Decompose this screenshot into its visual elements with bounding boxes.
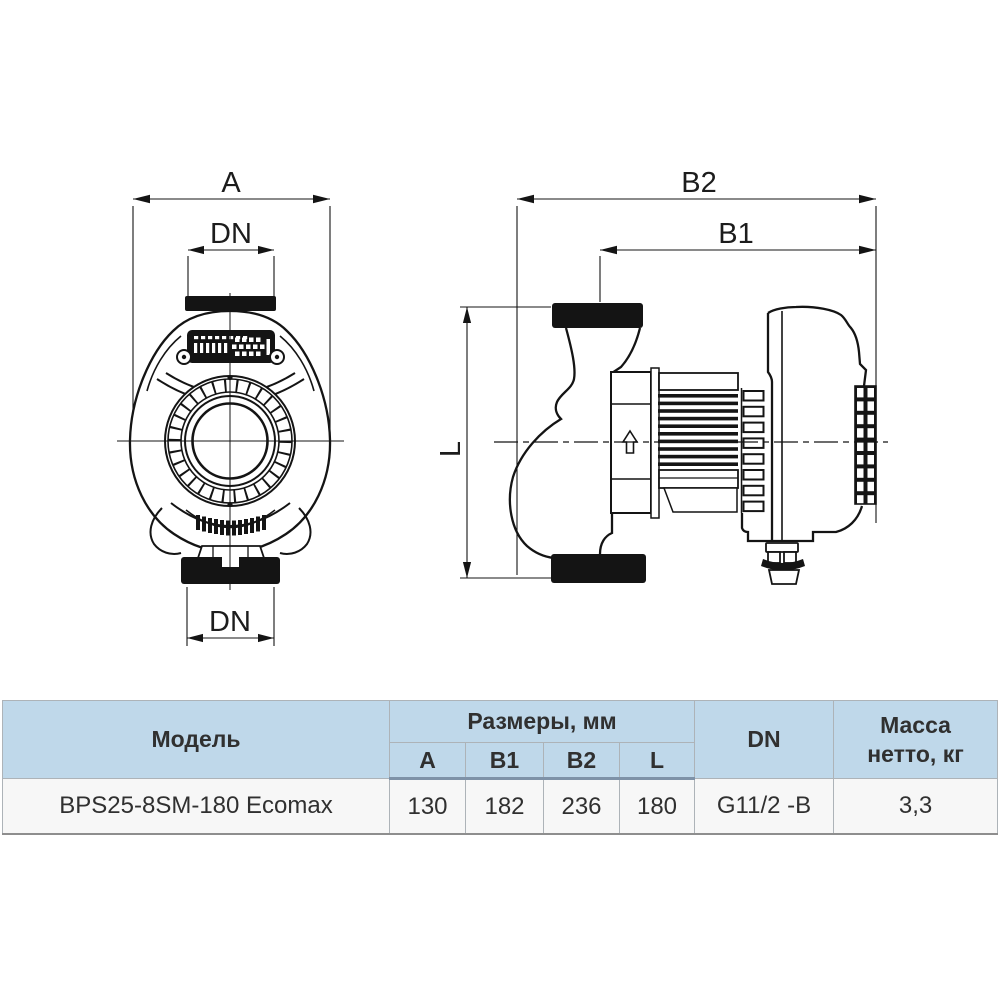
dim-label-b2: B2 bbox=[681, 167, 716, 199]
header-mass-line2: нетто, кг bbox=[867, 740, 964, 767]
spec-table: Модель Размеры, мм DN Масса нетто, кг A … bbox=[2, 700, 999, 835]
dimension-b1 bbox=[599, 245, 876, 302]
dim-label-l: L bbox=[435, 441, 467, 457]
cell-model: BPS25-8SM-180 Ecomax bbox=[2, 778, 390, 835]
bottom-neck bbox=[196, 545, 266, 559]
side-top-flange bbox=[552, 303, 643, 328]
volute-body bbox=[508, 327, 642, 560]
terminal-box bbox=[740, 305, 877, 543]
header-mass: Масса нетто, кг bbox=[833, 700, 999, 779]
front-ear-left bbox=[149, 507, 182, 555]
side-bottom-flange bbox=[551, 554, 646, 583]
cable-gland bbox=[761, 542, 805, 585]
dimension-dn-top bbox=[187, 245, 275, 297]
header-dim-l: L bbox=[618, 742, 696, 780]
front-view-drawing: A DN bbox=[117, 167, 344, 646]
dimension-l bbox=[460, 306, 554, 579]
cell-dim-a: 130 bbox=[389, 778, 466, 835]
pump-technical-drawing: A DN bbox=[117, 167, 888, 646]
header-model: Модель bbox=[2, 700, 390, 779]
dim-label-dn-top: DN bbox=[210, 218, 252, 250]
header-mass-line1: Масса bbox=[880, 711, 951, 738]
front-ear-right bbox=[279, 507, 312, 555]
front-shoulder-left bbox=[146, 335, 182, 392]
side-view-drawing: B2 B1 L bbox=[435, 167, 888, 585]
header-dn: DN bbox=[694, 700, 835, 779]
cell-dim-b1: 182 bbox=[465, 778, 544, 835]
header-dim-b1: B1 bbox=[465, 742, 544, 780]
table-row: BPS25-8SM-180 Ecomax 130 182 236 180 G11… bbox=[2, 778, 999, 835]
control-display-panel bbox=[187, 330, 275, 363]
screw-left bbox=[176, 349, 192, 365]
screw-right bbox=[269, 349, 285, 365]
header-dim-a: A bbox=[389, 742, 466, 780]
dimension-dn-bottom bbox=[186, 587, 275, 646]
cell-dim-l: 180 bbox=[618, 778, 696, 835]
header-dim-b2: B2 bbox=[543, 742, 620, 780]
front-shoulder-right bbox=[279, 335, 315, 392]
dim-label-dn-bottom: DN bbox=[209, 606, 251, 638]
dim-label-a: A bbox=[221, 167, 241, 199]
pump-housing bbox=[610, 367, 660, 519]
dim-label-b1: B1 bbox=[718, 218, 753, 250]
spec-table-container: Модель Размеры, мм DN Масса нетто, кг A … bbox=[2, 700, 999, 835]
header-dimensions-group: Размеры, мм bbox=[388, 700, 696, 743]
front-centerlines bbox=[117, 293, 344, 590]
terminal-box-rib-strip bbox=[854, 385, 877, 505]
rear-bracket-fins bbox=[740, 388, 765, 513]
cell-mass: 3,3 bbox=[833, 778, 999, 835]
cell-dim-b2: 236 bbox=[543, 778, 620, 835]
cell-dn: G11/2 -B bbox=[694, 778, 835, 835]
